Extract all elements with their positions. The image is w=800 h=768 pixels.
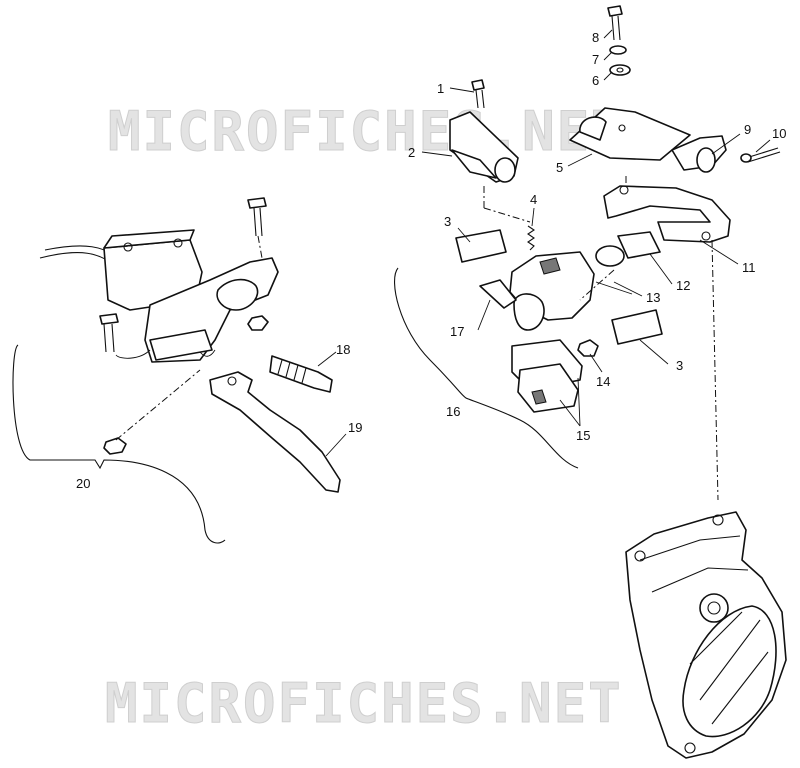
bushing-12-ring [595,245,625,267]
callout-4: 4 [530,192,537,207]
bolt-8-head [607,5,623,17]
callout-13: 13 [646,290,660,305]
mount-bracket-5-tab [579,116,607,141]
callout-5: 5 [556,160,563,175]
watermark-top: MICROFICHES.NET [108,100,626,163]
callout-20: 20 [76,476,90,491]
callout-11: 11 [742,260,756,275]
chaincase-housing [625,511,787,759]
lever-mount [149,329,213,361]
callout-3-upper: 3 [444,214,451,229]
watermark-bottom: MICROFICHES.NET [105,672,623,735]
cable-guide-2-end [494,157,516,183]
cap-screw-right [173,238,183,248]
cap-screw-left [123,242,133,252]
callout-18: 18 [336,342,350,357]
bolt-1-head [471,79,485,91]
mount-bolt-shank [103,323,115,353]
pivot-sleeve-9-end [696,147,716,173]
washer-7 [609,45,627,55]
brake-lever [209,371,341,493]
callout-17: 17 [450,324,464,339]
caliper-assembly [394,5,781,501]
housing-boss [699,593,729,623]
nut-14 [577,339,599,357]
callout-2: 2 [408,145,415,160]
callout-1: 1 [437,81,444,96]
callout-16: 16 [446,404,460,419]
callout-10: 10 [772,126,786,141]
callout-19: 19 [348,420,362,435]
shim-3-lower [611,309,663,345]
master-cylinder-assembly [12,197,341,544]
spring-4 [527,225,535,251]
lever-pivot-hole [227,376,237,386]
clamp-bolt-shank [253,207,263,237]
bushing-12 [617,231,661,259]
callout-leaders [317,29,771,457]
caliper-piston [513,293,545,331]
washer-6 [609,64,631,76]
clamp-nut [247,315,269,331]
brake-pad-15b [517,363,579,413]
assembly-bracket-16 [394,267,579,469]
shim-3-upper [455,229,507,263]
callout-8: 8 [592,30,599,45]
callout-9: 9 [744,122,751,137]
callout-3-lower: 3 [676,358,683,373]
mount-bolt-head [99,313,119,325]
bleeder-17 [479,279,517,309]
lever-nut [103,437,127,455]
yoke-11 [603,185,731,243]
callout-12: 12 [676,278,690,293]
bolt-1-shank [475,89,485,109]
callout-7: 7 [592,52,599,67]
cable-guide-2-flange [451,149,497,179]
bolt-8-shank [611,15,621,41]
housing-ribs [689,611,769,725]
pivot-bolt-thread [277,359,307,384]
assembly-bracket-20 [12,344,226,544]
callout-15: 15 [576,428,590,443]
callout-6: 6 [592,73,599,88]
clamp-bolt-head [247,197,267,209]
pivot-bolt [269,355,333,393]
handlebar-clamp [216,278,259,311]
callout-labels: 1 2 3 3 4 5 6 7 8 9 10 11 12 13 14 15 16… [76,30,786,491]
housing-cover [682,605,777,738]
callout-14: 14 [596,374,610,389]
